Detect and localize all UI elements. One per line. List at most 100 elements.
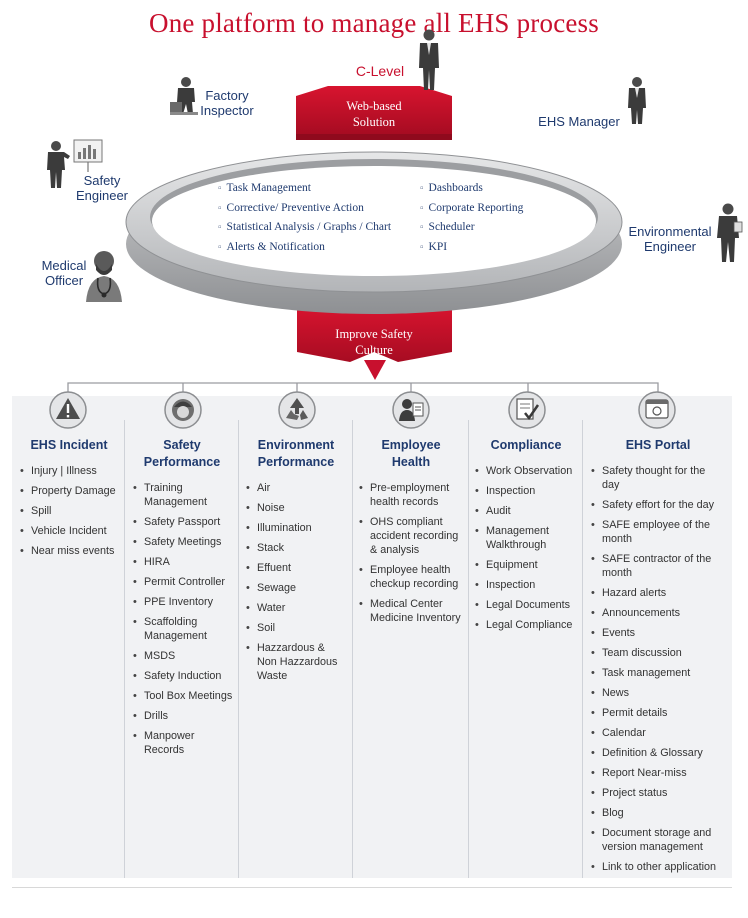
c-level-person-icon <box>419 29 439 90</box>
ring-feature-item: KPI <box>420 238 523 258</box>
module-feature-item: HIRA <box>133 555 233 569</box>
ring-features-left: Task Management Corrective/ Preventive A… <box>218 179 392 258</box>
module-feature-item: Illumination <box>246 521 346 535</box>
module-feature-item: Report Near-miss <box>591 766 723 780</box>
module-feature-item: Safety Passport <box>133 515 233 529</box>
column-list-ehs-portal: Safety thought for the daySafety effort … <box>591 464 723 880</box>
module-feature-item: Calendar <box>591 726 723 740</box>
ring-feature-item: Dashboards <box>420 179 523 199</box>
module-feature-item: Link to other application <box>591 860 723 874</box>
module-feature-item: Inspection <box>475 578 579 592</box>
bottom-banner-label: Improve Safety Culture <box>335 327 413 357</box>
ring-feature-item: Task Management <box>218 179 391 199</box>
module-feature-item: Spill <box>20 504 124 518</box>
role-safety-engineer: Safety Engineer <box>75 173 129 203</box>
module-feature-item: Vehicle Incident <box>20 524 124 538</box>
module-feature-item: Scaffolding Management <box>133 615 233 643</box>
ring-features-right: Dashboards Corporate Reporting Scheduler… <box>420 179 524 258</box>
column-title-employee-health: Employee Health <box>381 438 441 469</box>
connector-lines <box>67 382 659 396</box>
role-factory-inspector: Factory Inspector <box>200 88 254 118</box>
module-feature-item: Property Damage <box>20 484 124 498</box>
module-feature-item: Hazard alerts <box>591 586 723 600</box>
module-feature-item: OHS compliant accident recording & analy… <box>359 515 463 557</box>
column-divider <box>124 420 125 878</box>
column-title-environment-performance: Environment Performance <box>257 438 335 469</box>
role-c-level: C-Level <box>355 63 405 79</box>
module-feature-item: Safety Induction <box>133 669 233 683</box>
module-feature-item: Permit details <box>591 706 723 720</box>
module-feature-item: Project status <box>591 786 723 800</box>
module-feature-item: PPE Inventory <box>133 595 233 609</box>
bottom-banner <box>297 306 452 380</box>
column-divider <box>582 420 583 878</box>
module-feature-item: Audit <box>475 504 579 518</box>
module-feature-item: SAFE employee of the month <box>591 518 723 546</box>
module-feature-item: Near miss events <box>20 544 124 558</box>
module-feature-item: Air <box>246 481 346 495</box>
module-feature-item: Task management <box>591 666 723 680</box>
ring-feature-item: Statistical Analysis / Graphs / Chart <box>218 218 392 238</box>
module-feature-item: Safety thought for the day <box>591 464 723 492</box>
module-feature-item: Legal Documents <box>475 598 579 612</box>
column-list-safety-performance: Training ManagementSafety PassportSafety… <box>133 481 233 763</box>
module-feature-item: Employee health checkup recording <box>359 563 463 591</box>
column-title-compliance: Compliance <box>490 438 562 452</box>
module-feature-item: Inspection <box>475 484 579 498</box>
module-feature-item: MSDS <box>133 649 233 663</box>
module-feature-item: News <box>591 686 723 700</box>
ring-feature-item: Scheduler <box>420 218 523 238</box>
module-feature-item: Manpower Records <box>133 729 233 757</box>
module-feature-item: Water <box>246 601 346 615</box>
ring-feature-item: Alerts & Notification <box>218 238 391 258</box>
module-feature-item: Document storage and version management <box>591 826 723 854</box>
column-list-compliance: Work ObservationInspectionAuditManagemen… <box>475 464 579 638</box>
module-feature-item: Soil <box>246 621 346 635</box>
factory-inspector-person-icon <box>170 77 198 115</box>
module-feature-item: Team discussion <box>591 646 723 660</box>
module-feature-item: Sewage <box>246 581 346 595</box>
ring-feature-item: Corporate Reporting <box>420 199 524 219</box>
column-list-employee-health: Pre-employment health recordsOHS complia… <box>359 481 463 631</box>
module-feature-item: Injury | Illness <box>20 464 124 478</box>
module-feature-item: Blog <box>591 806 723 820</box>
module-feature-item: Announcements <box>591 606 723 620</box>
column-list-ehs-incident: Injury | IllnessProperty DamageSpillVehi… <box>20 464 124 564</box>
module-feature-item: Hazzardous & Non Hazzardous Waste <box>246 641 346 683</box>
module-feature-item: Effuent <box>246 561 346 575</box>
role-ehs-manager: EHS Manager <box>538 114 620 129</box>
module-feature-item: Work Observation <box>475 464 579 478</box>
column-divider <box>468 420 469 878</box>
portal-window-icon <box>638 391 676 429</box>
module-feature-item: Tool Box Meetings <box>133 689 233 703</box>
module-feature-item: Training Management <box>133 481 233 509</box>
module-feature-item: Events <box>591 626 723 640</box>
module-feature-item: Medical Center Medicine Inventory <box>359 597 463 625</box>
ring-feature-item: Corrective/ Preventive Action <box>218 199 391 219</box>
environmental-engineer-person-icon <box>717 203 743 262</box>
module-feature-item: Management Walkthrough <box>475 524 579 552</box>
page-title: One platform to manage all EHS process <box>149 8 599 38</box>
checklist-icon <box>508 391 546 429</box>
recycle-icon <box>278 391 316 429</box>
role-medical-officer: Medical Officer <box>41 258 87 288</box>
bottom-divider <box>12 887 732 888</box>
module-feature-item: Pre-employment health records <box>359 481 463 509</box>
medical-officer-person-icon <box>86 251 122 302</box>
module-feature-item: Safety Meetings <box>133 535 233 549</box>
module-feature-item: SAFE contractor of the month <box>591 552 723 580</box>
module-feature-item: Definition & Glossary <box>591 746 723 760</box>
top-banner <box>296 86 452 140</box>
module-feature-item: Equipment <box>475 558 579 572</box>
module-feature-item: Permit Controller <box>133 575 233 589</box>
warning-icon <box>49 391 87 429</box>
safety-engineer-person-icon <box>47 139 103 188</box>
column-divider <box>238 420 239 878</box>
top-banner-label: Web-based Solution <box>346 99 402 129</box>
ehs-manager-person-icon <box>628 77 646 124</box>
hardhat-worker-icon <box>164 391 202 429</box>
module-feature-item: Drills <box>133 709 233 723</box>
column-title-safety-performance: Safety Performance <box>143 438 221 469</box>
module-feature-item: Safety effort for the day <box>591 498 723 512</box>
column-list-environment-performance: AirNoiseIlluminationStackEffuentSewageWa… <box>246 481 346 689</box>
